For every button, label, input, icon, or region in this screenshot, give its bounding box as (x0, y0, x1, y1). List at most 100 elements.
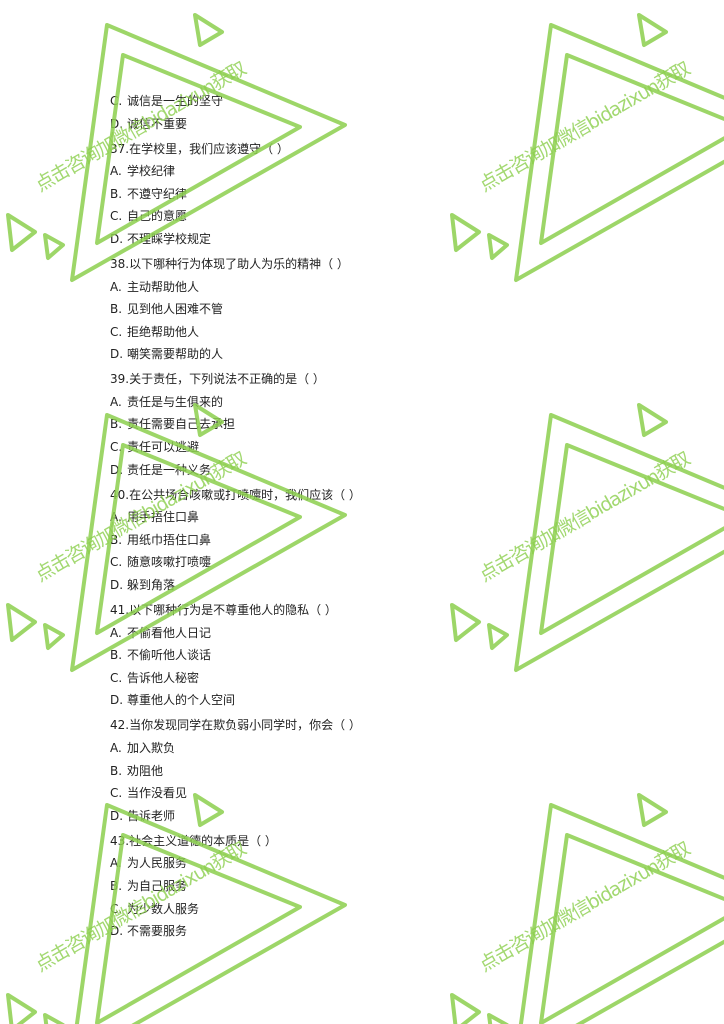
answer-option: A. 为人民服务 (110, 852, 361, 875)
option-text: 尊重他人的个人空间 (127, 693, 236, 708)
option-letter: C. (110, 901, 123, 916)
option-text: 躲到角落 (127, 578, 176, 593)
answer-option: A. 加入欺负 (110, 737, 361, 760)
option-text: 主动帮助他人 (127, 279, 200, 294)
option-letter: D. (110, 808, 124, 823)
option-text: 诚信是一生的坚守 (127, 94, 224, 108)
watermark-triangle-icon (637, 13, 668, 47)
watermark-text: 点击咨询加微信bidazixun获取 (476, 837, 695, 976)
answer-option: A. 主动帮助他人 (110, 276, 361, 299)
answer-option: B.为自己服务 (110, 875, 361, 898)
option-text: 责任需要自己去承担 (127, 417, 236, 432)
watermark-text: 点击咨询加微信bidazixun获取 (476, 57, 695, 196)
option-text: 当作没看见 (127, 786, 188, 801)
answer-option: B. 见到他人困难不管 (110, 298, 361, 321)
option-text: 劝阻他 (127, 763, 164, 778)
option-letter: A. (110, 279, 122, 294)
option-letter: D. (110, 924, 124, 939)
answer-option: D.嘲笑需要帮助的人 (110, 343, 361, 366)
answer-option: B.用纸巾捂住口鼻 (110, 529, 361, 552)
option-text: 用纸巾捂住口鼻 (127, 532, 212, 547)
option-letter: D. (110, 347, 124, 362)
option-letter: C. (110, 94, 123, 108)
option-text: 责任是与生俱来的 (127, 394, 224, 409)
watermark-triangle-icon (539, 53, 724, 245)
option-text: 不遵守纪律 (127, 186, 188, 201)
answer-option: D.告诉老师 (110, 805, 361, 828)
option-text: 不需要服务 (127, 924, 188, 939)
option-text: 用手捂住口鼻 (127, 510, 200, 525)
option-text: 拒绝帮助他人 (127, 324, 200, 339)
option-text: 随意咳嗽打喷嚏 (127, 555, 212, 570)
option-letter: A. (110, 510, 122, 525)
answer-option: D.尊重他人的个人空间 (110, 689, 361, 712)
option-letter: D. (110, 116, 124, 131)
option-text: 为少数人服务 (127, 901, 200, 916)
option-letter: D. (110, 578, 124, 593)
option-letter: B. (110, 417, 123, 432)
option-letter: D. (110, 231, 124, 246)
watermark-triangle-icon (6, 993, 37, 1024)
option-letter: C. (110, 555, 123, 570)
question-stem: 40.在公共场合咳嗽或打喷嚏时，我们应该（ ） (110, 487, 361, 502)
option-letter: D. (110, 693, 124, 708)
watermark-triangle-icon (514, 23, 724, 282)
option-text: 不理睬学校规定 (127, 231, 212, 246)
watermark-triangle-icon (450, 603, 481, 642)
watermark-triangle-icon (450, 213, 481, 252)
watermark-triangle-icon (514, 413, 724, 672)
watermark-tile: 点击咨询加微信bidazixun获取 (450, 403, 724, 672)
option-text: 为人民服务 (127, 856, 188, 871)
answer-option: B.不偷听他人谈话 (110, 644, 361, 667)
question-stem: 37.在学校里，我们应该遵守（ ） (110, 141, 289, 156)
watermark-triangle-icon (487, 233, 509, 260)
option-letter: C. (110, 440, 123, 455)
answer-option: D.躲到角落 (110, 574, 361, 597)
option-letter: B. (110, 648, 123, 663)
answer-option: B. 责任需要自己去承担 (110, 413, 361, 436)
option-text: 不偷看他人日记 (127, 625, 212, 640)
answer-option: C. 拒绝帮助他人 (110, 321, 361, 344)
answer-option: D.不需要服务 (110, 920, 361, 943)
option-letter: A. (110, 625, 122, 640)
answer-option: A.学校纪律 (110, 160, 361, 183)
option-text: 责任可以逃避 (127, 440, 200, 455)
question-stem: 42.当你发现同学在欺负弱小同学时，你会（ ） (110, 718, 361, 733)
watermark-triangle-icon (539, 833, 724, 1024)
option-text: 责任是一种义务 (127, 462, 212, 477)
answer-option: C. 责任可以逃避 (110, 436, 361, 459)
watermark-triangle-icon (450, 993, 481, 1024)
option-text: 嘲笑需要帮助的人 (127, 347, 224, 362)
answer-option: C.自己的意愿 (110, 205, 361, 228)
watermark-triangle-icon (487, 623, 509, 650)
watermark-triangle-icon (43, 1013, 65, 1024)
question-stem: 43.社会主义道德的本质是（ ） (110, 833, 277, 848)
option-text: 为自己服务 (127, 878, 188, 893)
option-letter: A. (110, 856, 122, 871)
watermark-triangle-icon (539, 443, 724, 635)
option-letter: A. (110, 740, 122, 755)
watermark-triangle-icon (487, 1013, 509, 1024)
answer-option: C.告诉他人秘密 (110, 667, 361, 690)
option-letter: A. (110, 164, 122, 179)
option-letter: C. (110, 786, 123, 801)
watermark-text: 点击咨询加微信bidazixun获取 (476, 447, 695, 586)
option-text: 自己的意愿 (127, 209, 188, 224)
option-letter: D. (110, 462, 124, 477)
option-letter: B. (110, 763, 123, 778)
option-text: 见到他人困难不管 (127, 302, 224, 317)
answer-option: B. 劝阻他 (110, 760, 361, 783)
question-stem: 41.以下哪种行为是不尊重他人的隐私（ ） (110, 603, 337, 618)
answer-option: C. 为少数人服务 (110, 898, 361, 921)
option-letter: C. (110, 324, 123, 339)
option-letter: B. (110, 302, 123, 317)
option-text: 加入欺负 (127, 740, 176, 755)
option-text: 告诉老师 (127, 808, 176, 823)
watermark-triangle-icon (637, 793, 668, 827)
question-stem: 38.以下哪种行为体现了助人为乐的精神（ ） (110, 256, 349, 271)
answer-option: D.责任是一种义务 (110, 459, 361, 482)
watermark-triangle-icon (6, 213, 37, 252)
answer-option: B.不遵守纪律 (110, 183, 361, 206)
